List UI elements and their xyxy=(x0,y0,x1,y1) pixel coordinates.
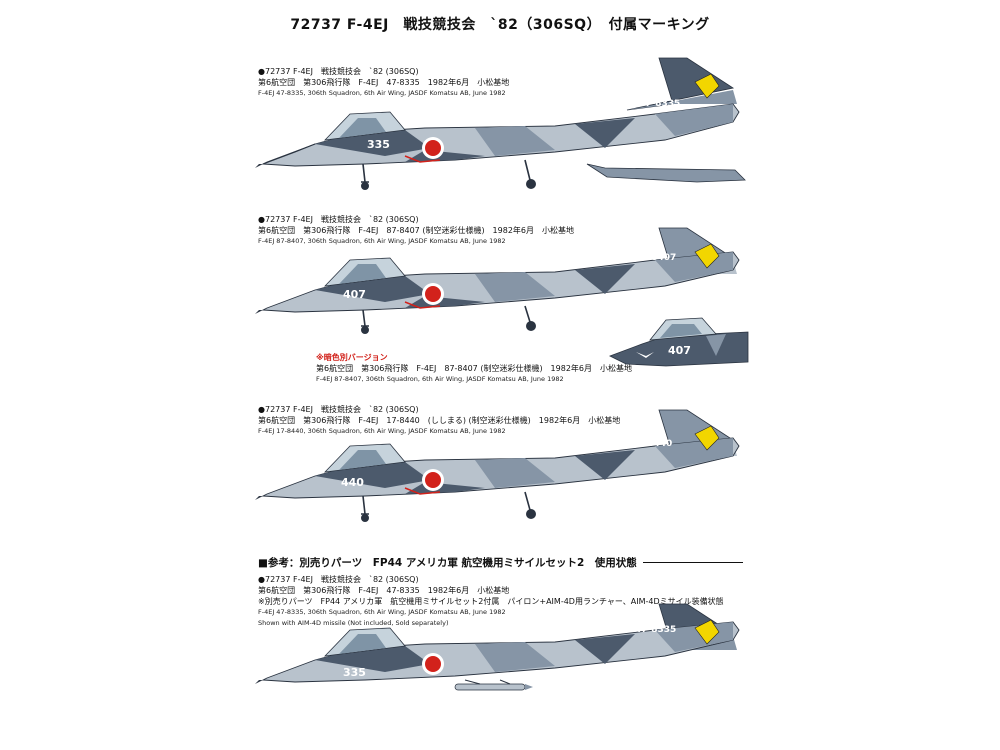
caption-line: ●72737 F-4EJ 戦技競技会 `82 (306SQ) xyxy=(258,67,419,76)
caption-line: ※別売りパーツ FP44 アメリカ軍 航空機用ミサイルセット2付属 パイロン+A… xyxy=(258,597,724,606)
caption-line-en: F-4EJ 87-8407, 306th Squadron, 6th Air W… xyxy=(258,237,506,245)
caption-aircraft-3: ●72737 F-4EJ 戦技競技会 `82 (306SQ) 第6航空団 第30… xyxy=(258,404,620,437)
nose-number: 440 xyxy=(341,476,364,489)
caption-variant: ※暗色別バージョン 第6航空団 第306飛行隊 F-4EJ 87-8407 (制… xyxy=(316,352,632,385)
nose-number: 407 xyxy=(343,288,366,301)
caption-line: 第6航空団 第306飛行隊 F-4EJ 47-8335 1982年6月 小松基地 xyxy=(258,78,510,87)
variant-label: ※暗色別バージョン xyxy=(316,353,388,362)
caption-aircraft-1: ●72737 F-4EJ 戦技競技会 `82 (306SQ) 第6航空団 第30… xyxy=(258,66,509,99)
nose-number: 335 xyxy=(367,138,390,151)
tail-number: 47-8335 xyxy=(639,99,680,109)
reference-title-text: ■参考：別売りパーツ FP44 アメリカ軍 航空機用ミサイルセット2 使用状態 xyxy=(258,556,637,569)
aircraft-profile-4: 335 47-8335 xyxy=(255,603,740,691)
caption-line: 第6航空団 第306飛行隊 F-4EJ 47-8335 1982年6月 小松基地 xyxy=(258,586,510,595)
variant-nose-profile: 407 xyxy=(609,317,749,367)
caption-aircraft-4: ●72737 F-4EJ 戦技競技会 `82 (306SQ) 第6航空団 第30… xyxy=(258,574,724,629)
page-title: 72737 F-4EJ 戦技競技会 `82（306SQ） 付属マーキング xyxy=(290,17,710,33)
tail-number: 87-8407 xyxy=(635,253,676,263)
aircraft-profile-2: 407 87-8407 xyxy=(255,227,740,334)
aircraft-profile-1: 335 47-8335 xyxy=(255,57,746,190)
caption-line: 第6航空団 第306飛行隊 F-4EJ 87-8407 (制空迷彩仕様機) 19… xyxy=(258,226,575,235)
caption-line-en: F-4EJ 17-8440, 306th Squadron, 6th Air W… xyxy=(258,427,506,435)
caption-line: 第6航空団 第306飛行隊 F-4EJ 17-8440 (ししまる) (制空迷彩… xyxy=(258,416,621,425)
caption-line: ●72737 F-4EJ 戦技競技会 `82 (306SQ) xyxy=(258,215,419,224)
caption-aircraft-2: ●72737 F-4EJ 戦技競技会 `82 (306SQ) 第6航空団 第30… xyxy=(258,214,574,247)
caption-line-en: F-4EJ 47-8335, 306th Squadron, 6th Air W… xyxy=(258,89,506,97)
divider xyxy=(642,561,743,563)
tail-number: 47-8335 xyxy=(635,625,676,635)
caption-line: ●72737 F-4EJ 戦技競技会 `82 (306SQ) xyxy=(258,575,419,584)
reference-title: ■参考：別売りパーツ FP44 アメリカ軍 航空機用ミサイルセット2 使用状態 xyxy=(258,555,743,569)
caption-line: ●72737 F-4EJ 戦技競技会 `82 (306SQ) xyxy=(258,405,419,414)
tail-number: 17-8440 xyxy=(631,439,672,449)
nose-number: 407 xyxy=(668,344,691,357)
caption-line-en: Shown with AIM-4D missile (Not included,… xyxy=(258,619,449,627)
caption-line-en: F-4EJ 87-8407, 306th Squadron, 6th Air W… xyxy=(316,375,564,383)
caption-line: 第6航空団 第306飛行隊 F-4EJ 87-8407 (制空迷彩仕様機) 19… xyxy=(316,364,633,373)
caption-line-en: F-4EJ 47-8335, 306th Squadron, 6th Air W… xyxy=(258,608,506,616)
nose-number: 335 xyxy=(343,666,366,679)
aircraft-profile-3: 440 17-8440 xyxy=(255,409,740,522)
